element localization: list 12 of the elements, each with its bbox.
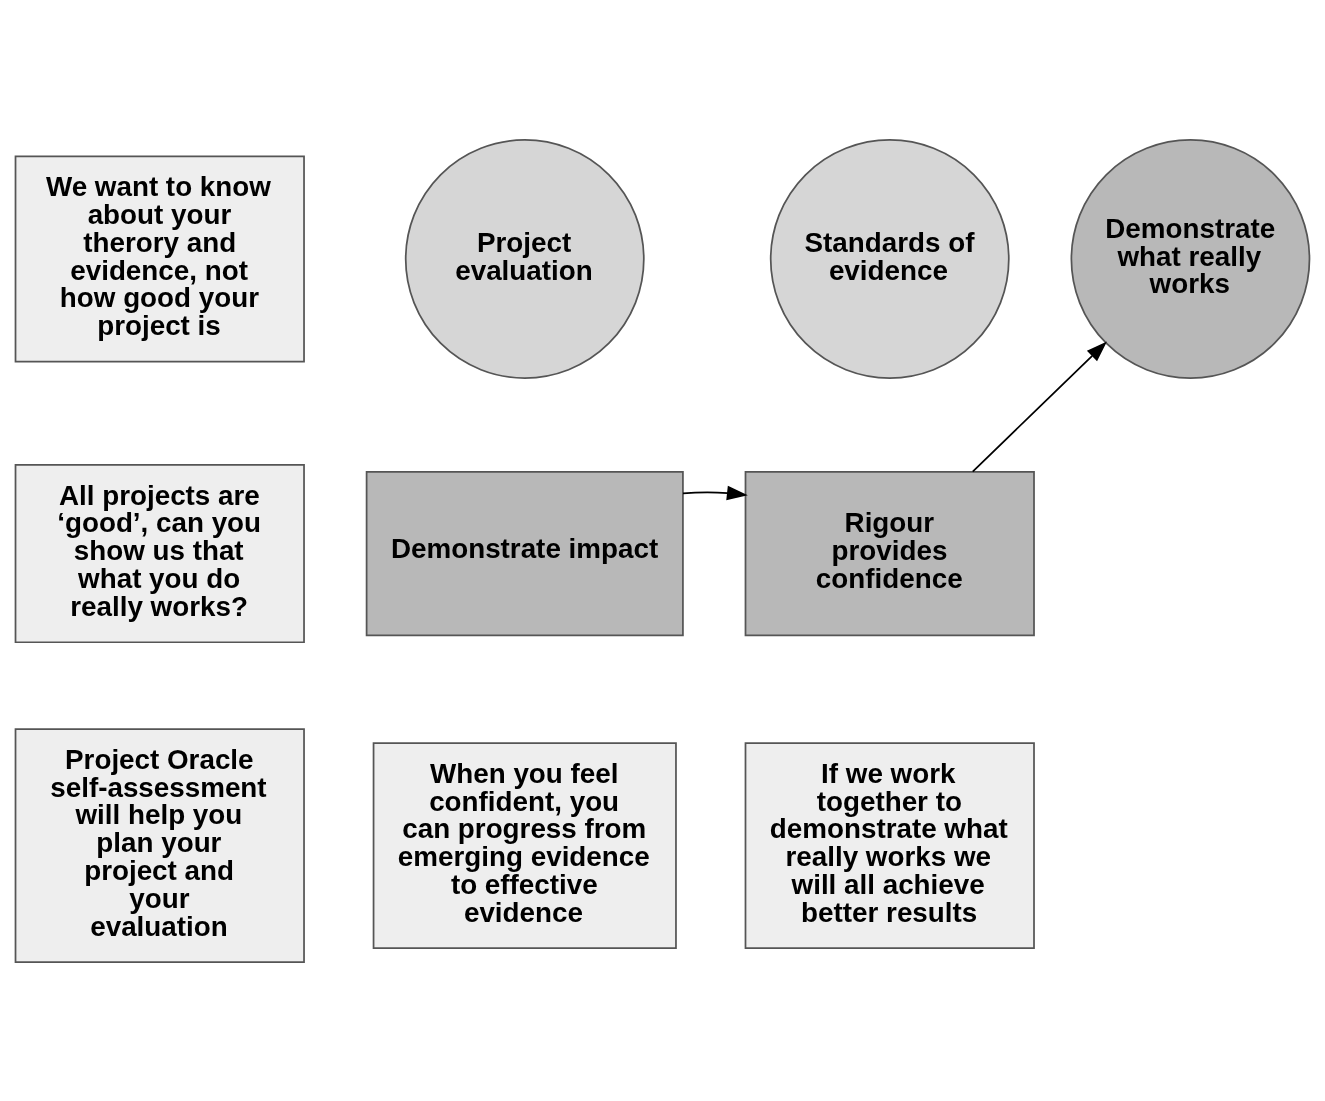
node-box: We want to know about your therory and evidence, not how good your project is (14, 155, 305, 362)
node-circle: Standards of evidence (769, 138, 1010, 379)
node-box: Rigour provides confidence (744, 470, 1035, 636)
node-box: If we work together to demonstrate what really works we will all achieve better results (744, 741, 1035, 949)
node-circle: Demonstrate what really works (1070, 138, 1311, 379)
node-box: All projects are ‘good’, can you show us that what you do really works? (14, 463, 305, 643)
node-box: Demonstrate impact (365, 470, 684, 636)
arrow (971, 341, 1107, 472)
node-box: When you feel confident, you can progress from emerging evidence to effective evidence (372, 741, 677, 949)
node-box: Project Oracle self-assessment will help you plan your project and your evaluation (14, 727, 305, 963)
arrow (682, 485, 748, 500)
node-circle: Project evaluation (404, 138, 645, 379)
